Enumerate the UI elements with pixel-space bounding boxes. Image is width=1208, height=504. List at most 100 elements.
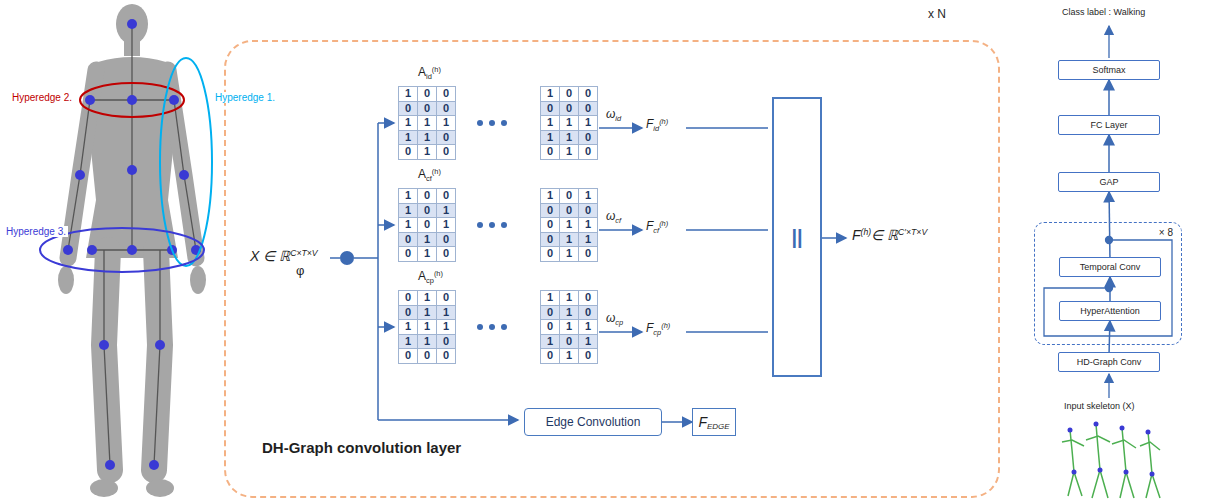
label-text: cp	[426, 276, 434, 285]
label-text: (h)	[432, 65, 441, 74]
label-text: id	[653, 124, 659, 133]
connector	[1108, 135, 1110, 172]
matrix-cell: 1	[559, 144, 579, 160]
matrix-cell: 0	[578, 290, 598, 306]
matrix-cell: 1	[417, 115, 437, 131]
matrix-label: Acf(h)	[418, 168, 441, 183]
matrix-cell: 0	[540, 305, 560, 321]
human-figure	[40, 4, 212, 497]
node-label: Edge Convolution	[546, 415, 641, 429]
label-text: (h)	[434, 269, 443, 278]
node-label: FC Layer	[1090, 120, 1127, 130]
node-label: GAP	[1099, 177, 1118, 187]
matrix-cell: 1	[559, 319, 579, 335]
node-label: HyperAttention	[1080, 306, 1140, 316]
process-box: HD-Graph Conv	[1058, 352, 1160, 372]
node-label: F	[698, 414, 707, 430]
class-label: Class label : Walking	[1062, 8, 1145, 18]
node-label: DH-Graph convolution layer	[262, 439, 998, 456]
node-label: Softmax	[1092, 65, 1125, 75]
label-text: (h)	[659, 219, 668, 228]
matrix-cell: 1	[417, 144, 437, 160]
matrix-cell: 0	[417, 348, 437, 364]
label-text: (h)	[661, 321, 670, 330]
matrix-cell: 1	[417, 319, 437, 335]
matrix-cell: 1	[540, 188, 560, 204]
matrix-cell: 1	[436, 115, 456, 131]
matrix-cell: 1	[578, 334, 598, 350]
process-box: FC Layer	[1058, 115, 1160, 135]
matrix-cell: 1	[578, 319, 598, 335]
matrix-cell: 1	[398, 188, 418, 204]
label-text: C′×T×V	[898, 227, 927, 237]
repeat-label: x N	[928, 8, 946, 21]
matrix-cell: 0	[578, 130, 598, 146]
matrix-cell: 0	[398, 232, 418, 248]
process-box: Softmax	[1058, 60, 1160, 80]
matrix-cell: 1	[540, 130, 560, 146]
weight-label: ωid	[606, 108, 621, 123]
label-text: F	[646, 219, 653, 233]
label-text: ω	[606, 311, 615, 325]
matrix-cell: 0	[398, 348, 418, 364]
matrix-cell: 1	[436, 217, 456, 233]
matrix-cell: 0	[436, 101, 456, 117]
matrix-cell: 1	[559, 115, 579, 131]
label-text: A	[418, 269, 426, 283]
matrix-cell: 0	[436, 246, 456, 262]
label-text: cp	[653, 328, 661, 337]
concat-box: ||	[772, 97, 822, 377]
connector	[1108, 192, 1110, 257]
symbol-label: φ	[296, 264, 304, 278]
matrix-cell: 1	[417, 334, 437, 350]
matrix-cell: 0	[436, 232, 456, 248]
flow-lines	[330, 123, 846, 420]
matrix-cell: 1	[559, 246, 579, 262]
label-text: (h)	[861, 227, 872, 237]
matrix-cell: 0	[417, 203, 437, 219]
matrix-cell: 1	[559, 232, 579, 248]
matrix-cell: 0	[559, 203, 579, 219]
node-label: ||	[791, 226, 802, 249]
matrix-cell: 1	[578, 232, 598, 248]
matrix-cell: 1	[417, 305, 437, 321]
matrix-cell: 0	[436, 130, 456, 146]
matrix-cell: 0	[417, 188, 437, 204]
label-text: A	[418, 65, 426, 79]
connector	[662, 421, 692, 423]
matrix-cell: 1	[540, 334, 560, 350]
label-text: (h)	[432, 167, 441, 176]
matrix-cell: 1	[559, 305, 579, 321]
label-text: ω	[606, 107, 615, 121]
matrix-cell: 0	[398, 246, 418, 262]
label-text: id	[615, 114, 621, 123]
node-subscript: EDGE	[707, 422, 730, 431]
matrix-cell: 1	[540, 290, 560, 306]
matrix-cell: 0	[540, 203, 560, 219]
label-text: F	[852, 227, 861, 243]
output-label: F(h)∈ ℝC′×T×V	[852, 228, 927, 244]
input-skeleton	[1062, 424, 1160, 498]
matrix-cell: 1	[559, 217, 579, 233]
label-text: (h)	[659, 117, 668, 126]
matrix-cell: 1	[417, 130, 437, 146]
node-label: × 8	[1159, 227, 1173, 238]
label-text: Input skeleton (X)	[1064, 401, 1135, 411]
hyperedge-label: Hyperedge 2.	[10, 92, 74, 103]
matrix-cell: 1	[559, 290, 579, 306]
label-text: X ∈ ℝ	[250, 248, 290, 264]
matrix-cell: 0	[417, 217, 437, 233]
label-text: C×T×V	[290, 248, 317, 258]
node-label: HD-Graph Conv	[1077, 357, 1142, 367]
matrix-cell: 1	[578, 217, 598, 233]
label-text: φ	[296, 263, 304, 278]
matrix-cell: 0	[578, 101, 598, 117]
connector	[1109, 277, 1111, 301]
matrix-cell: 0	[540, 101, 560, 117]
matrix-cell: 0	[578, 203, 598, 219]
matrix-cell: 1	[559, 130, 579, 146]
label-text: F	[646, 117, 653, 131]
matrix-cell: 1	[417, 232, 437, 248]
matrix-cell: 0	[578, 144, 598, 160]
matrix-cell: 1	[398, 319, 418, 335]
